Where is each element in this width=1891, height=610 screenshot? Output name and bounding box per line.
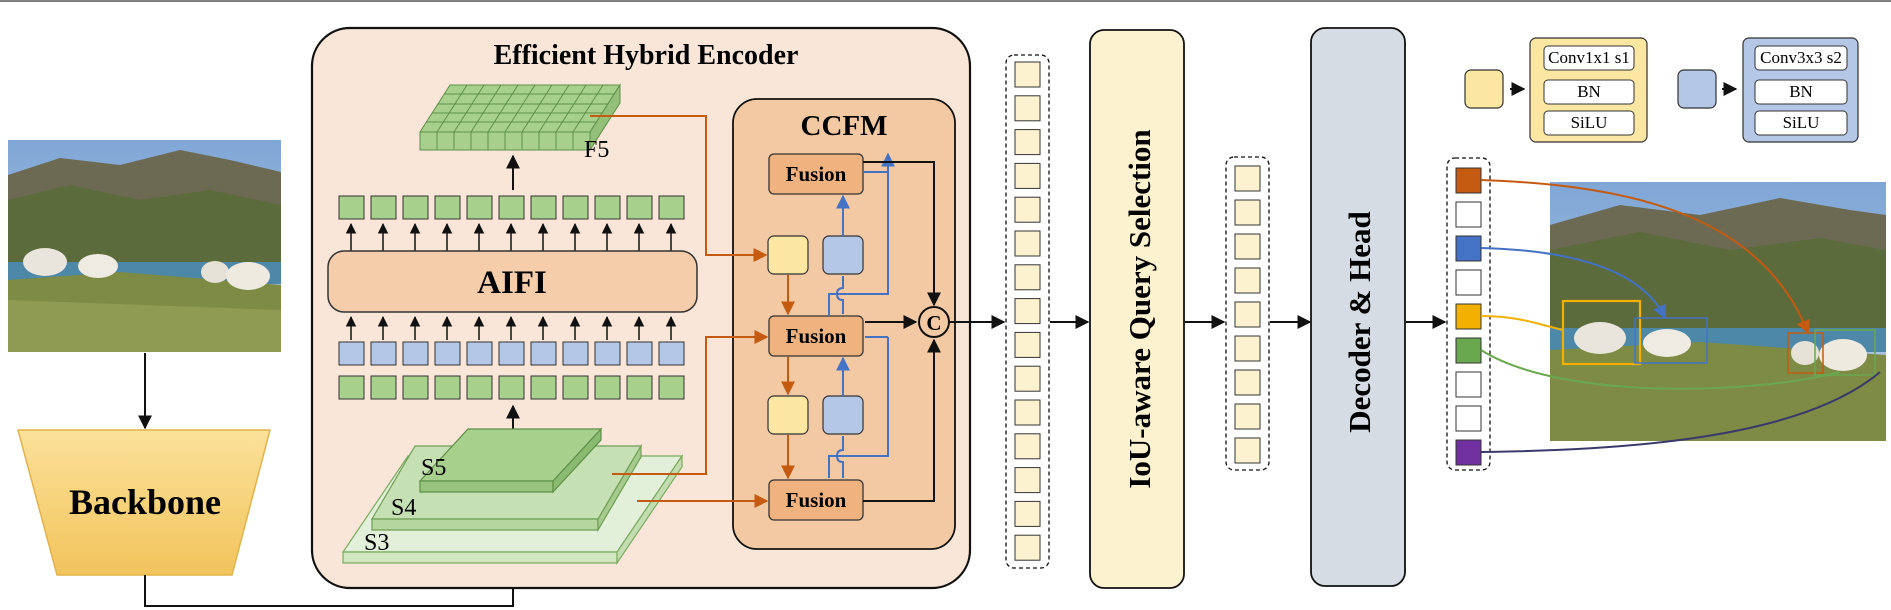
input-image: [8, 140, 281, 352]
ccfm-concat-arrows: [863, 161, 941, 502]
encoder-token: [1014, 331, 1041, 358]
encoder-token: [1014, 264, 1041, 291]
output-image: [1550, 182, 1886, 441]
conv1x1-block-bottom: [767, 395, 809, 435]
selected-query-token: [1234, 369, 1261, 396]
aifi-position-tokens: [338, 341, 685, 366]
query-gold: [1455, 303, 1482, 330]
s5-layer: [418, 427, 603, 494]
concat-node: C: [918, 306, 950, 338]
encoder-token: [1014, 95, 1041, 122]
s3-label: S3: [364, 530, 389, 556]
query-empty: [1455, 371, 1482, 398]
legend-blue-item-3: SiLU: [1783, 113, 1820, 132]
legend-yellow-item-1: Conv1x1 s1: [1548, 48, 1630, 67]
concat-label: C: [926, 311, 941, 335]
encoder-token: [1014, 61, 1041, 88]
aifi-up-arrows-bottom: [345, 315, 677, 340]
selected-query-token: [1234, 165, 1261, 192]
selected-query-token: [1234, 437, 1261, 464]
encoder-title: Efficient Hybrid Encoder: [494, 40, 799, 71]
ccfm-orange-arrows: [590, 115, 795, 508]
iou-query-selection-block: IoU-aware Query Selection: [1089, 29, 1185, 589]
aifi-block: AIFI: [327, 250, 698, 313]
legend-blue-swatch: [1677, 69, 1717, 109]
fusion-top: Fusion: [768, 153, 864, 195]
selected-query-token: [1234, 199, 1261, 226]
legend: Conv1x1 s1 BN SiLU Conv3x3 s2 BN SiLU: [1464, 37, 1859, 143]
backbone-label: Backbone: [69, 482, 221, 522]
s4-label: S4: [391, 495, 416, 521]
ccfm-blue-arrows: [828, 152, 895, 478]
query-empty: [1455, 405, 1482, 432]
encoder-token: [1014, 399, 1041, 426]
f5-feature-map: F5: [419, 83, 621, 163]
encoder-token: [1014, 196, 1041, 223]
query-orange: [1455, 167, 1482, 194]
legend-blue-item-2: BN: [1789, 82, 1813, 101]
backbone-block: Backbone: [17, 429, 271, 576]
conv1x1-block-top: [767, 235, 809, 275]
query-empty: [1455, 269, 1482, 296]
query-selection-label: IoU-aware Query Selection: [1122, 129, 1157, 488]
encoder-token: [1014, 500, 1041, 527]
query-blue: [1455, 235, 1482, 262]
selected-query-token: [1234, 233, 1261, 260]
fusion-bottom: Fusion: [768, 479, 864, 521]
aifi-label: AIFI: [477, 265, 547, 301]
encoder-token: [1014, 365, 1041, 392]
aifi-up-arrows-top: [345, 222, 677, 251]
selected-query-token: [1234, 335, 1261, 362]
ccfm-title: CCFM: [801, 110, 888, 142]
selected-query-cells: [1234, 165, 1261, 464]
conv3x3-block-bottom: [822, 395, 864, 435]
query-green: [1455, 337, 1482, 364]
query-detection-links: [1480, 179, 1881, 453]
encoder-token: [1014, 534, 1041, 561]
encoder-token: [1014, 467, 1041, 494]
query-empty: [1455, 201, 1482, 228]
conv3x3-block-top: [822, 235, 864, 275]
decoder-head-block: Decoder & Head: [1310, 27, 1406, 587]
fusion-bottom-label: Fusion: [786, 488, 847, 512]
f5-label: F5: [584, 137, 609, 163]
legend-blue-item-1: Conv3x3 s2: [1760, 48, 1842, 67]
s5-label: S5: [421, 455, 446, 481]
selected-query-token: [1234, 301, 1261, 328]
encoder-token: [1014, 129, 1041, 156]
encoder-token: [1014, 298, 1041, 325]
encoder-token: [1014, 433, 1041, 460]
query-purple: [1455, 439, 1482, 466]
output-queries: [1446, 157, 1491, 471]
aifi-output-tokens: [338, 195, 685, 220]
legend-yellow-item-2: BN: [1577, 82, 1601, 101]
fusion-middle: Fusion: [768, 315, 864, 357]
selected-query-token: [1234, 267, 1261, 294]
encoder-token-cells: [1014, 61, 1041, 561]
decoder-head-label: Decoder & Head: [1342, 211, 1377, 433]
encoder-token: [1014, 162, 1041, 189]
selected-query-token: [1234, 403, 1261, 430]
legend-yellow-swatch: [1464, 69, 1504, 109]
fusion-top-label: Fusion: [786, 162, 847, 186]
aifi-input-tokens: [338, 375, 685, 400]
fusion-middle-label: Fusion: [786, 324, 847, 348]
encoder-token: [1014, 230, 1041, 257]
legend-yellow-item-3: SiLU: [1571, 113, 1608, 132]
backbone-feature-stack: S5 S4 S3: [341, 427, 684, 565]
